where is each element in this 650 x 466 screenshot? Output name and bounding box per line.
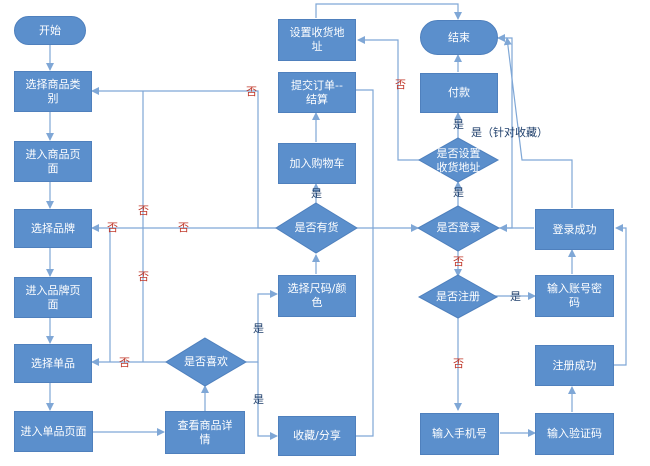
- pay-node: 付款: [420, 73, 498, 113]
- decision-address-set: [417, 137, 500, 183]
- label-yes-likes-up: 是: [253, 322, 264, 335]
- favorite-share-node: 收藏/分享: [278, 416, 356, 456]
- select-brand-node: 选择品牌: [14, 209, 92, 248]
- choose-size-color-node: 选择尺码/颜 色: [278, 275, 356, 317]
- edge-address-set: [357, 36, 425, 161]
- label-yes-registered: 是: [510, 290, 521, 303]
- label-no-likes: 否: [119, 356, 130, 369]
- edge-likes-size: [246, 290, 278, 363]
- end-node: 结束: [420, 20, 498, 55]
- label-no-address-set: 否: [395, 78, 406, 91]
- edge-regsuccess-loginsuccess: [614, 224, 627, 366]
- edge-favorite-login: [356, 228, 374, 437]
- select-item-node: 选择单品: [14, 344, 92, 383]
- edge-favorite-end: [503, 37, 573, 208]
- label-yes-address-logged: 是: [453, 186, 464, 199]
- enter-account-password-node: 输入账号密 码: [535, 275, 614, 317]
- decision-likes: [165, 337, 247, 387]
- label-no-category: 否: [246, 85, 257, 98]
- view-details-node: 查看商品详 情: [165, 411, 245, 454]
- set-address-node: 设置收货地 址: [278, 19, 356, 61]
- enter-brand-page-node: 进入品牌页 面: [14, 277, 92, 318]
- edge-instock-category: [91, 87, 276, 229]
- edge-likes-favorite: [257, 362, 278, 440]
- label-no-logged-in: 否: [453, 255, 464, 268]
- decision-logged-in: [416, 205, 501, 252]
- enter-phone-node: 输入手机号: [420, 413, 499, 455]
- label-yes-favorite: 是（针对收藏）: [471, 126, 548, 139]
- start-node: 开始: [14, 16, 86, 45]
- submit-order-node: 提交订单-- 结算: [278, 72, 356, 113]
- label-no-vertical-a: 否: [138, 204, 149, 217]
- add-to-cart-node: 加入购物车: [278, 143, 356, 184]
- label-no-brand-left: 否: [107, 221, 118, 234]
- select-category-node: 选择商品类 别: [14, 71, 92, 112]
- login-success-node: 登录成功: [535, 209, 614, 250]
- edge-setaddr-end: [315, 3, 462, 20]
- label-yes-likes-down: 是: [253, 393, 264, 406]
- enter-product-page-node: 进入商品页 面: [14, 141, 92, 182]
- label-no-registered: 否: [453, 357, 464, 370]
- decision-registered: [417, 274, 499, 319]
- register-success-node: 注册成功: [535, 345, 614, 386]
- enter-code-node: 输入验证码: [535, 413, 614, 455]
- edge-submit-login: [356, 89, 374, 228]
- decision-in-stock: [275, 202, 358, 254]
- label-yes-address-pay: 是: [453, 118, 464, 131]
- label-no-brand-right: 否: [178, 221, 189, 234]
- enter-item-page-node: 进入单品页面: [14, 411, 93, 452]
- label-yes-in-stock: 是: [311, 187, 322, 200]
- label-no-vertical-b: 否: [138, 270, 149, 283]
